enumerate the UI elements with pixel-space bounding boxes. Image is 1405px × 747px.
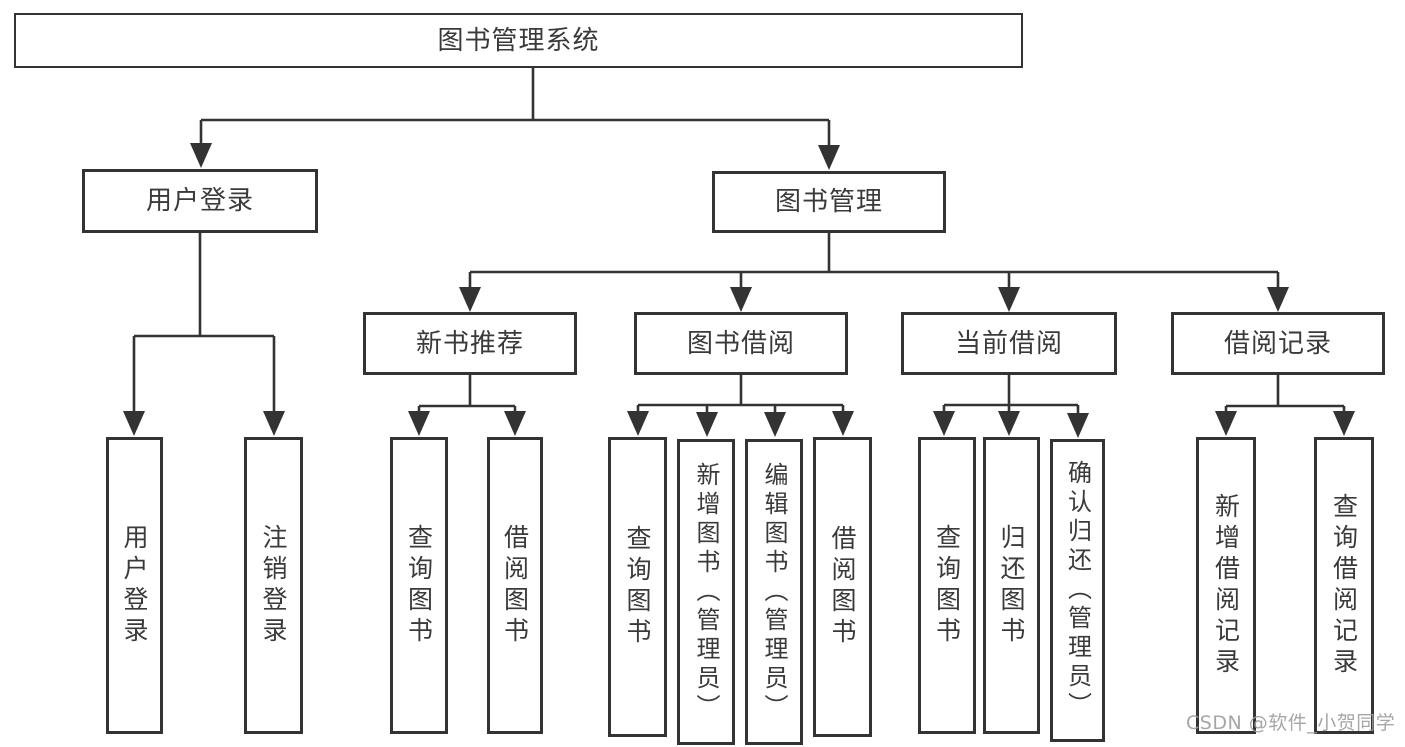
node-current-borrow: 当前借阅 <box>901 312 1117 375</box>
watermark: CSDN @软件_小贺同学 <box>1186 712 1396 734</box>
node-user-login: 用户登录 <box>82 169 318 233</box>
node-label: 新增图书（管理员） <box>692 461 720 723</box>
node-label: 图书借阅 <box>686 328 795 359</box>
node-label: 查询图书 <box>404 523 434 648</box>
node-label: 新增借阅记录 <box>1211 492 1241 679</box>
node-label: 查询图书 <box>932 523 962 648</box>
leaf-rec-query-book: 查询图书 <box>390 437 448 734</box>
node-label: 查询借阅记录 <box>1329 492 1359 679</box>
connector-book-mgmt-to-level3 <box>459 233 1289 312</box>
leaf-bb-query-book: 查询图书 <box>608 437 667 737</box>
node-borrow-records: 借阅记录 <box>1171 312 1385 375</box>
node-label: 用户登录 <box>145 186 254 216</box>
connector-new-book-rec-to-leaves <box>408 375 526 436</box>
leaf-rec-borrow-book: 借阅图书 <box>487 437 543 734</box>
node-label: 用户登录 <box>120 523 149 648</box>
node-label: 注销登录 <box>259 523 288 648</box>
leaf-br-query-record: 查询借阅记录 <box>1314 437 1374 734</box>
leaf-cb-confirm-return: 确认归还（管理员） <box>1050 439 1105 742</box>
leaf-bb-borrow-book: 借阅图书 <box>813 437 872 737</box>
node-label: 图书管理系统 <box>437 25 600 56</box>
leaf-cb-return-book: 归还图书 <box>983 437 1040 734</box>
node-book-borrow: 图书借阅 <box>634 312 848 375</box>
node-book-mgmt: 图书管理 <box>712 171 946 233</box>
leaf-logout: 注销登录 <box>244 437 303 734</box>
node-label: 新书推荐 <box>415 328 524 359</box>
node-label: 借阅图书 <box>828 525 857 649</box>
node-label: 归还图书 <box>997 523 1026 648</box>
node-label: 借阅图书 <box>500 523 530 648</box>
connector-user-login-to-leaves <box>123 233 285 436</box>
connector-book-borrow-to-leaves <box>627 375 854 437</box>
leaf-cb-query-book: 查询图书 <box>918 437 976 734</box>
leaf-user-login: 用户登录 <box>106 437 163 734</box>
node-label: 查询图书 <box>623 525 652 649</box>
leaf-br-add-record: 新增借阅记录 <box>1196 437 1256 734</box>
connector-root-to-level2 <box>190 68 840 170</box>
node-label: 当前借阅 <box>954 328 1063 359</box>
node-root: 图书管理系统 <box>14 13 1023 68</box>
leaf-bb-edit-book: 编辑图书（管理员） <box>745 439 803 745</box>
node-label: 编辑图书（管理员） <box>760 461 788 723</box>
node-label: 确认归还（管理员） <box>1063 460 1092 721</box>
connector-borrow-records-to-leaves <box>1215 375 1355 436</box>
node-new-book-rec: 新书推荐 <box>363 312 577 375</box>
leaf-bb-add-book: 新增图书（管理员） <box>677 439 735 745</box>
node-label: 借阅记录 <box>1223 328 1332 359</box>
connector-current-borrow-to-leaves <box>933 375 1089 438</box>
node-label: 图书管理 <box>774 187 883 217</box>
